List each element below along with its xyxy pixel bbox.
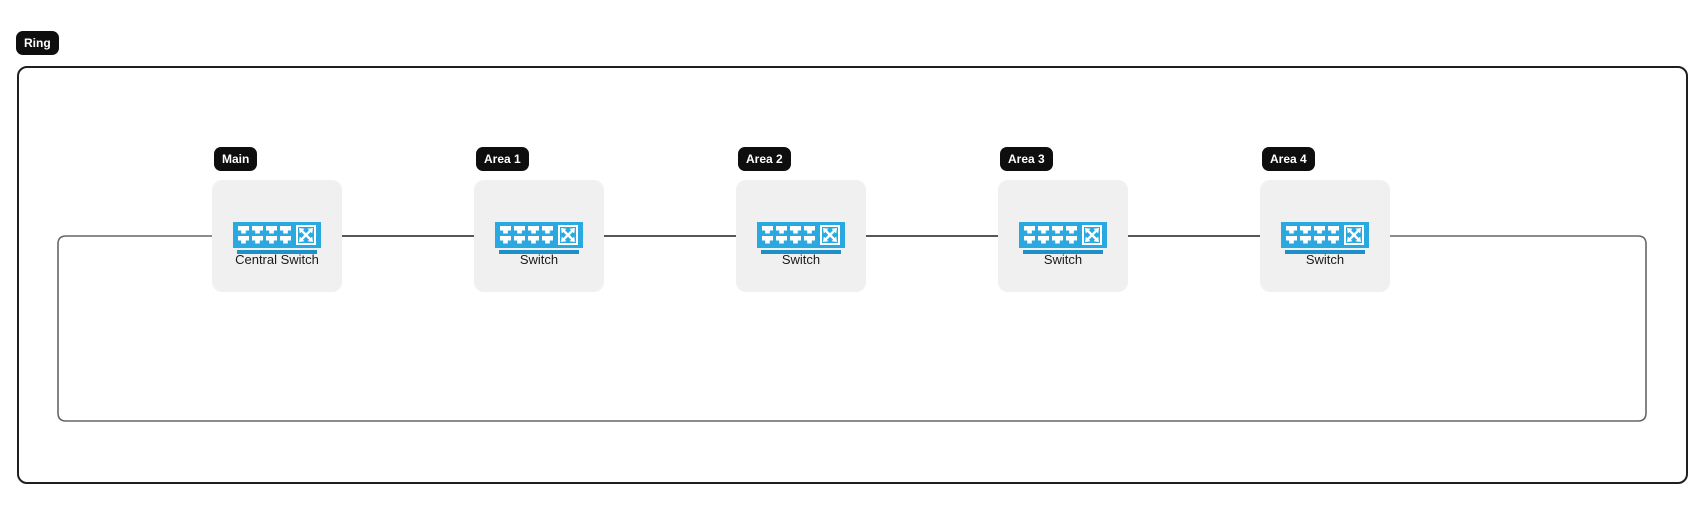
node-badge-area3: Area 3	[1000, 147, 1053, 171]
node-switch-area3[interactable]: Switch	[998, 180, 1128, 292]
switch-icon	[757, 222, 845, 254]
switch-icon	[233, 222, 321, 254]
node-badge-area4: Area 4	[1262, 147, 1315, 171]
node-badge-main: Main	[214, 147, 258, 171]
node-switch-area1[interactable]: Switch	[474, 180, 604, 292]
edge-area2-area3	[845, 231, 1019, 241]
node-badge-area2: Area 2	[738, 147, 791, 171]
switch-icon	[495, 222, 583, 254]
node-label: Switch	[781, 252, 821, 267]
ring-group-badge: Ring	[16, 31, 59, 55]
node-label: Switch	[1305, 252, 1345, 267]
node-label: Switch	[519, 252, 559, 267]
edge-main-area1	[321, 231, 495, 241]
node-label: Central Switch	[235, 252, 319, 267]
node-switch-area2[interactable]: Switch	[736, 180, 866, 292]
switch-icon	[1019, 222, 1107, 254]
node-central-switch[interactable]: Central Switch	[212, 180, 342, 292]
node-label: Switch	[1043, 252, 1083, 267]
edge-area1-area2	[583, 231, 757, 241]
edge-area3-area4	[1107, 231, 1281, 241]
node-switch-area4[interactable]: Switch	[1260, 180, 1390, 292]
node-badge-area1: Area 1	[476, 147, 529, 171]
switch-icon	[1281, 222, 1369, 254]
